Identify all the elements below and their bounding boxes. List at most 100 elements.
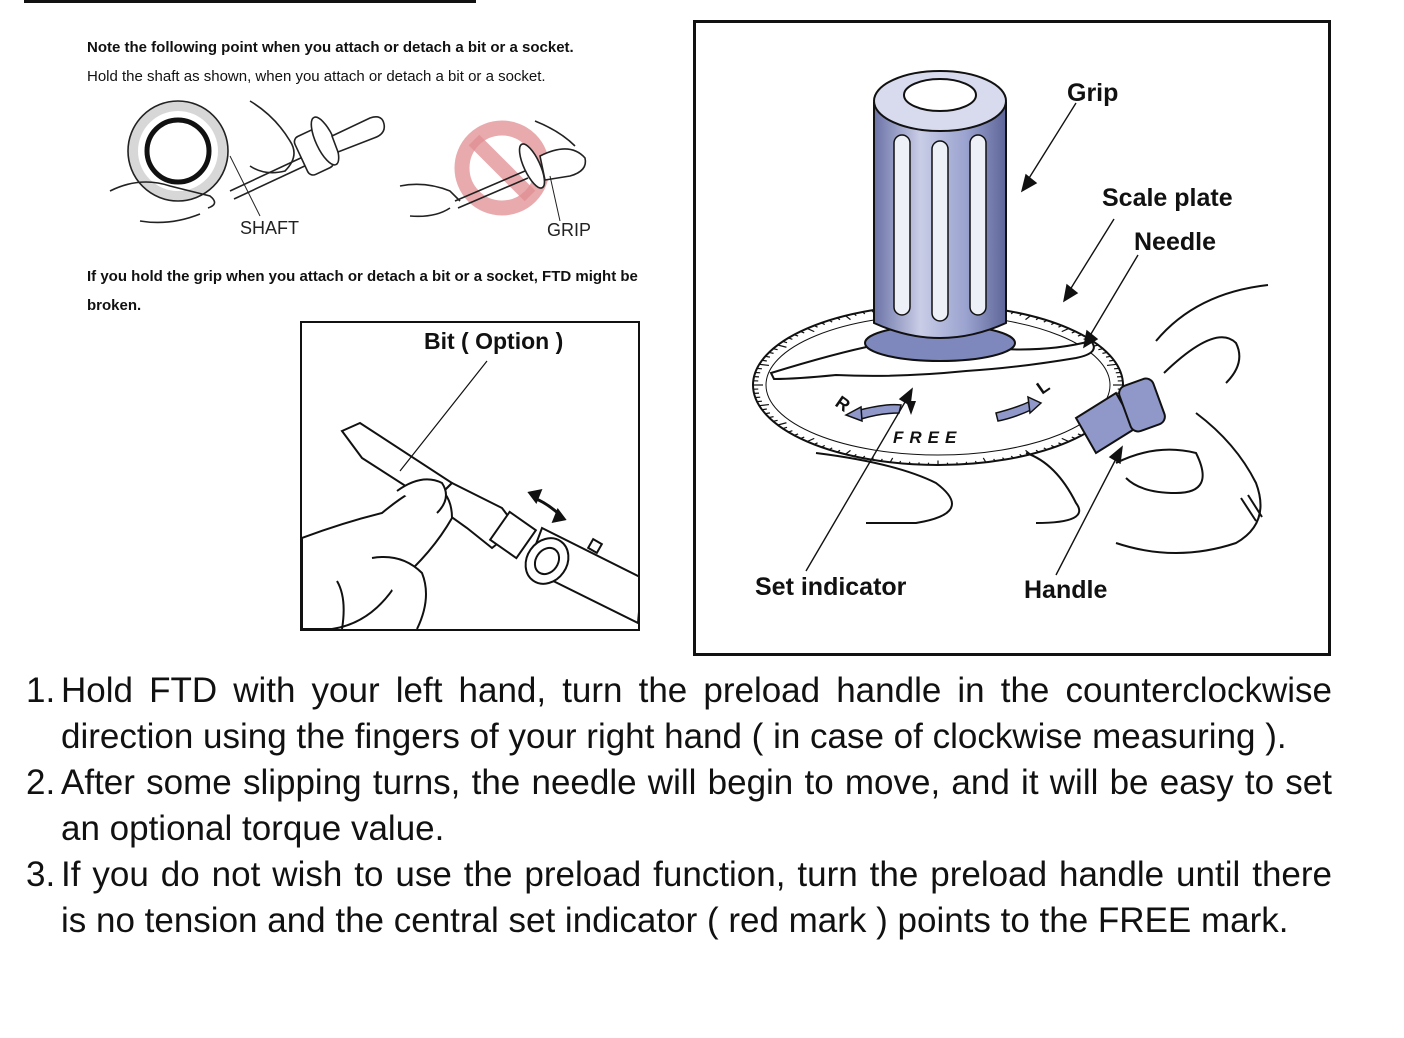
bit-illustration [302, 421, 638, 629]
dial-tick [862, 311, 866, 315]
scale-plate-callout: Scale plate [1102, 184, 1233, 212]
step-text: If you do not wish to use the preload fu… [61, 855, 1332, 940]
dial-tick [1077, 334, 1082, 337]
dial-tick [761, 359, 767, 362]
step-number: 1. [26, 671, 56, 710]
dial-tick [777, 422, 787, 426]
dial-tick [794, 334, 799, 337]
grip-callout: Grip [1067, 79, 1119, 107]
correct-hold-illustration [109, 100, 386, 224]
dial-tick [765, 355, 771, 358]
prohibited-hold-illustration [399, 120, 587, 222]
hold-figures: SHAFT GRIP [100, 96, 620, 256]
dial-tick [1061, 437, 1070, 443]
dial-tick [806, 327, 815, 333]
note-heading: Note the following point when you attach… [87, 39, 574, 56]
dial-tick [1105, 355, 1111, 358]
dial-tick [788, 430, 793, 433]
rotate-arrow-icon [527, 488, 567, 524]
dial-tick [853, 453, 857, 457]
dial-tick [1077, 433, 1082, 436]
dial-tick [813, 442, 818, 445]
set-indicator-callout: Set indicator [755, 573, 907, 601]
dial-tick [974, 460, 978, 464]
dial-tick [1035, 449, 1040, 453]
dial-tick [1058, 442, 1063, 445]
bit-figure: Bit ( Option ) [300, 321, 640, 631]
dial-tick [761, 408, 767, 411]
dial-tick [1058, 325, 1063, 328]
dial-tick [777, 344, 787, 348]
dial-tick [908, 461, 911, 465]
dial-tick [1043, 447, 1048, 451]
dial-tick [1109, 359, 1115, 362]
dial-tick [1050, 444, 1055, 448]
dial-tick [1010, 311, 1014, 315]
step-item: 1.Hold FTD with your left hand, turn the… [26, 668, 1332, 760]
dial-tick [1102, 351, 1108, 354]
dial-tick [845, 449, 851, 455]
needle-callout: Needle [1134, 228, 1216, 256]
dial-tick [880, 458, 883, 462]
dial-tick [768, 351, 774, 354]
step-text: After some slipping turns, the needle wi… [61, 763, 1332, 848]
step-item: 2.After some slipping turns, the needle … [26, 760, 1332, 852]
step-text: Hold FTD with your left hand, turn the p… [61, 671, 1332, 756]
dial-tick [806, 437, 815, 443]
dial-tick [821, 444, 826, 448]
dial-tick [845, 315, 851, 321]
dial-tick [836, 449, 841, 453]
note-instruction: Hold the shaft as shown, when you attach… [87, 68, 546, 85]
dial-tick [759, 403, 770, 407]
step-item: 3.If you do not wish to use the preload … [26, 852, 1332, 944]
leader-lines [805, 102, 1139, 576]
dial-tick [800, 330, 805, 334]
dial-tick [800, 436, 805, 440]
dial-tick [965, 461, 968, 465]
dial-tick [1071, 330, 1076, 334]
dial-tick [889, 457, 894, 463]
dial-tick [862, 455, 866, 459]
dial-tick [813, 325, 818, 328]
handle-illustration [1074, 377, 1166, 455]
dial-tick [1002, 457, 1005, 461]
top-rule [24, 0, 476, 3]
dial-tick [956, 462, 958, 465]
grip-label: GRIP [547, 220, 591, 240]
dial-free-mark: FREE [893, 428, 962, 447]
dial-tick [1025, 315, 1031, 321]
dial-tick [773, 348, 778, 351]
dial-tick [1098, 348, 1103, 351]
dial-tick [765, 412, 771, 415]
dial-tick [828, 447, 833, 451]
grip-illustration [864, 70, 1016, 362]
instruction-steps: 1.Hold FTD with your left hand, turn the… [26, 668, 1332, 944]
dial-tick [836, 317, 841, 321]
dial-tick [982, 457, 987, 463]
dial-tick [788, 337, 793, 340]
warning-text: If you hold the grip when you attach or … [87, 268, 638, 314]
dial-tick [1050, 322, 1055, 326]
dial-tick [828, 319, 833, 323]
dial-tick [1035, 317, 1040, 321]
dial-tick [1019, 313, 1023, 317]
dial-tick [782, 340, 788, 344]
dial-tick [794, 433, 799, 436]
dial-tick [1043, 319, 1048, 323]
hand-illustration [815, 284, 1269, 554]
dial-tick [1061, 327, 1070, 333]
dial-tick [853, 313, 857, 317]
dial-tick [773, 419, 778, 422]
dial-tick [1010, 455, 1014, 459]
dial-tick [768, 416, 774, 419]
handle-callout: Handle [1024, 576, 1108, 604]
dial-tick [1071, 436, 1076, 440]
dial-tick [993, 458, 996, 462]
bit-option-label: Bit ( Option ) [424, 328, 564, 354]
step-number: 2. [26, 763, 56, 802]
dial-tick [821, 322, 826, 326]
shaft-label: SHAFT [240, 218, 299, 238]
direction-arrows-icon [844, 395, 1043, 423]
dial-tick [1019, 453, 1023, 457]
dial-tick [1106, 363, 1117, 367]
